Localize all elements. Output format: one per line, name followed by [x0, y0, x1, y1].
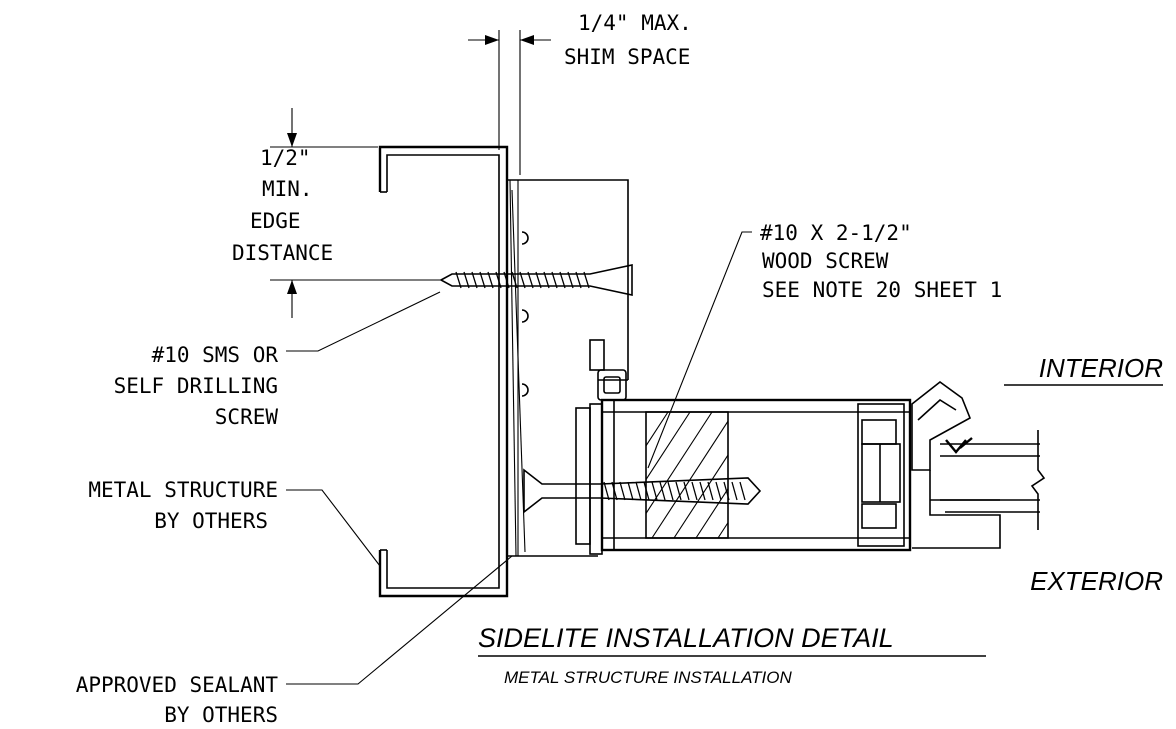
sealant-label-line-1: APPROVED SEALANT — [76, 673, 279, 697]
sms-label-line-2: SELF DRILLING — [114, 374, 278, 398]
edge-label-line-4: DISTANCE — [232, 241, 333, 265]
edge-label-line-1: 1/2" — [260, 146, 311, 170]
shim-label-line-1: 1/4" MAX. — [578, 11, 692, 35]
sealant-bead — [509, 179, 526, 557]
shim-space-dimension — [468, 30, 551, 175]
sms-label-line-3: SCREW — [215, 405, 279, 429]
exterior-label: EXTERIOR — [1030, 566, 1163, 596]
frame-clip — [589, 339, 627, 401]
edge-label-line-2: MIN. — [262, 177, 313, 201]
leader-lines — [286, 231, 752, 685]
wood-screw-label-line-2: WOOD SCREW — [762, 249, 889, 273]
wood-buck-block — [506, 179, 629, 557]
drawing-title: SIDELITE INSTALLATION DETAIL — [478, 623, 894, 653]
sealant-label-line-2: BY OTHERS — [164, 703, 278, 727]
metal-label-line-1: METAL STRUCTURE — [88, 478, 278, 502]
interior-label: INTERIOR — [1039, 353, 1163, 383]
metal-label-line-2: BY OTHERS — [154, 509, 268, 533]
metal-structure-stud — [378, 145, 509, 598]
shim-label-line-2: SHIM SPACE — [564, 45, 690, 69]
sms-label-line-1: #10 SMS OR — [152, 343, 279, 367]
glazing-assembly — [911, 380, 1046, 549]
drawing-subtitle: METAL STRUCTURE INSTALLATION — [504, 668, 793, 687]
sidelite-frame — [575, 398, 912, 555]
wood-screw-label-line-1: #10 X 2-1/2" — [760, 221, 912, 245]
edge-distance-dimension — [270, 108, 440, 318]
edge-label-line-3: EDGE — [250, 209, 301, 233]
wood-screw-label-line-3: SEE NOTE 20 SHEET 1 — [762, 278, 1002, 302]
sms-screw — [439, 264, 633, 296]
wood-screw — [523, 468, 762, 514]
